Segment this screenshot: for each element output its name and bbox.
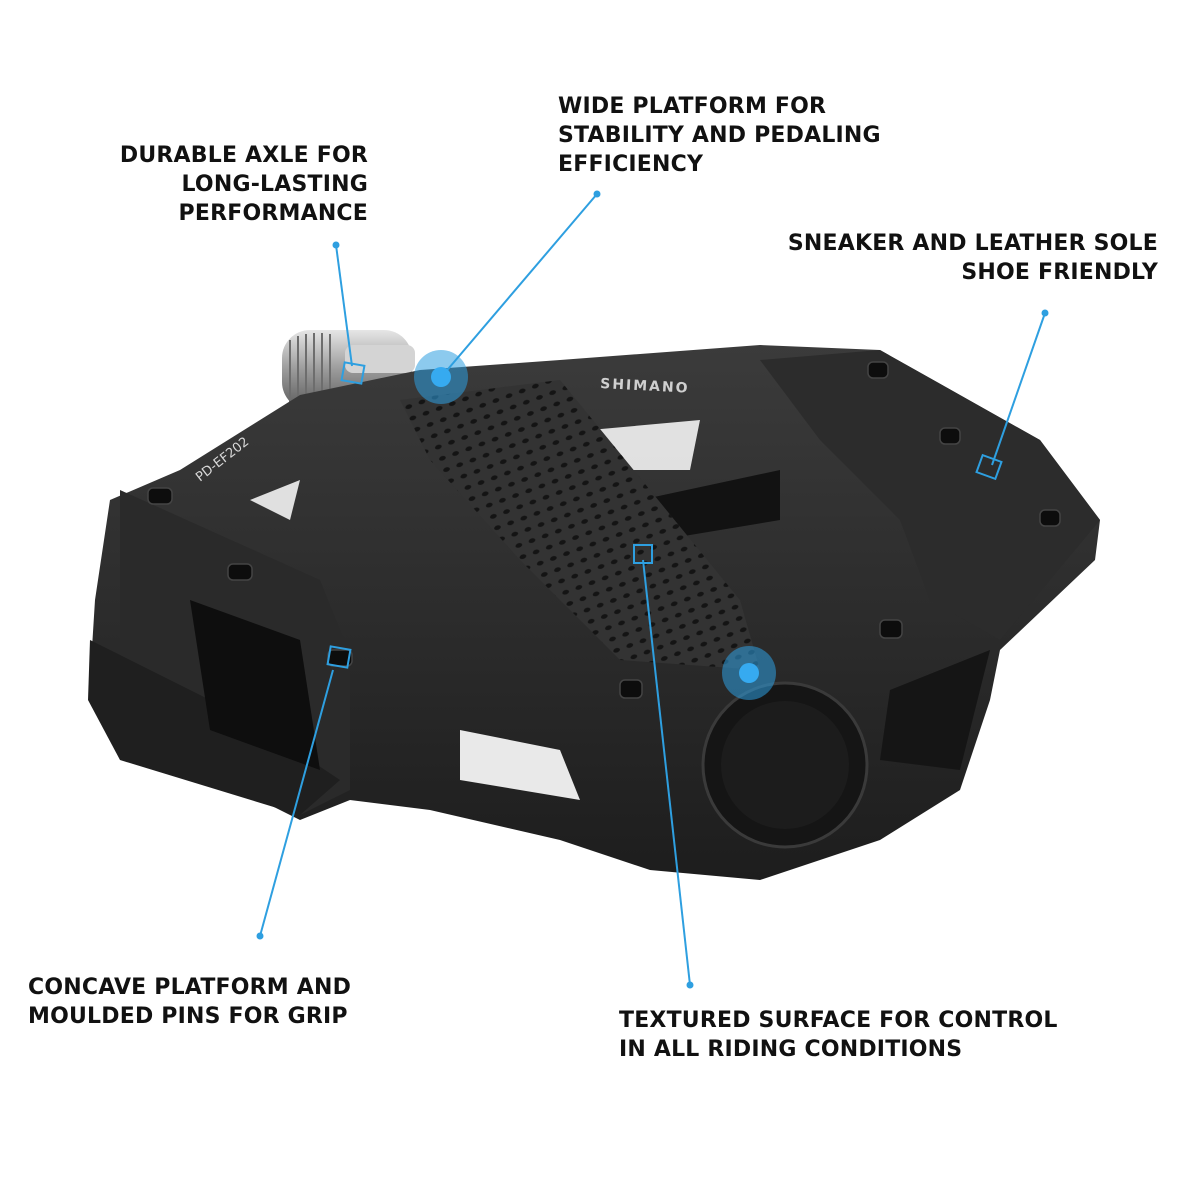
marker-durable-axle[interactable] xyxy=(340,361,366,385)
callout-line: DURABLE AXLE FOR xyxy=(119,143,368,168)
marker-sneaker-friendly[interactable] xyxy=(975,453,1003,481)
callout-concave-platform: CONCAVE PLATFORM AND MOULDED PINS FOR GR… xyxy=(28,973,351,1031)
callout-line: EFFICIENCY xyxy=(558,152,704,177)
callout-durable-axle: DURABLE AXLE FOR LONG-LASTING PERFORMANC… xyxy=(120,141,368,228)
callout-line: TEXTURED SURFACE FOR CONTROL xyxy=(619,1008,1058,1033)
callout-line: SNEAKER AND LEATHER SOLE xyxy=(787,231,1158,256)
marker-wide-platform[interactable] xyxy=(414,350,468,404)
callout-wide-platform: WIDE PLATFORM FOR STABILITY AND PEDALING… xyxy=(558,92,881,179)
callout-textured-surface: TEXTURED SURFACE FOR CONTROL IN ALL RIDI… xyxy=(619,1006,1058,1064)
callout-line: WIDE PLATFORM FOR xyxy=(558,94,827,119)
callout-line: IN ALL RIDING CONDITIONS xyxy=(619,1037,963,1062)
marker-concave-platform[interactable] xyxy=(326,645,352,669)
marker-textured-surface[interactable] xyxy=(633,544,653,564)
callout-line: LONG-LASTING xyxy=(181,172,368,197)
pedal-body: SHIMANO PD-EF202 xyxy=(88,345,1100,880)
callout-line: SHOE FRIENDLY xyxy=(961,260,1158,285)
callout-sneaker-friendly: SNEAKER AND LEATHER SOLE SHOE FRIENDLY xyxy=(788,229,1158,287)
brand-mark: SHIMANO xyxy=(600,376,690,397)
callout-line: STABILITY AND PEDALING xyxy=(558,123,881,148)
marker-highlight-front[interactable] xyxy=(722,646,776,700)
callout-line: MOULDED PINS FOR GRIP xyxy=(28,1004,348,1029)
callout-endpoints xyxy=(256,190,1049,989)
callout-line: CONCAVE PLATFORM AND xyxy=(28,975,352,1000)
callout-line: PERFORMANCE xyxy=(178,201,368,226)
callout-lines xyxy=(259,193,1046,986)
